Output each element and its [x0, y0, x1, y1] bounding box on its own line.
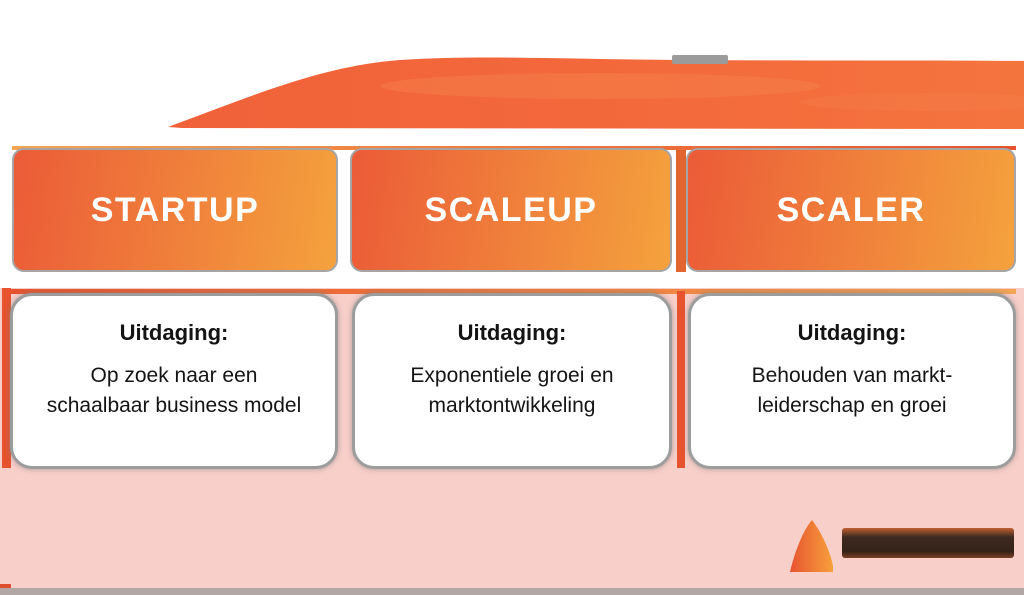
red-strip-left-edge — [2, 288, 11, 468]
red-strip-between-headers — [676, 150, 686, 272]
stage-title-scaler: SCALER — [776, 190, 926, 229]
stage-header-scaleup: SCALEUP — [350, 148, 672, 272]
challenge-line: Behouden van markt- — [751, 364, 953, 387]
challenge-label: Uitdaging: — [457, 320, 567, 345]
bottom-gray-bar — [0, 588, 1024, 595]
logo-wordmark — [842, 528, 1014, 558]
gray-tab-decor — [672, 55, 728, 64]
top-swoosh-shape — [168, 57, 1024, 129]
stage-header-startup: STARTUP — [12, 148, 338, 272]
flame-icon — [790, 520, 833, 572]
challenge-card-startup: Uitdaging: Op zoek naar een schaalbaar b… — [10, 293, 338, 469]
challenge-card-scaleup: Uitdaging: Exponentiele groei en markton… — [352, 293, 672, 469]
challenge-text: Exponentiele groei en marktontwikkeling — [355, 361, 669, 421]
challenge-text: Behouden van markt- leiderschap en groei — [691, 361, 1013, 421]
challenge-text: Op zoek naar een schaalbaar business mod… — [13, 361, 335, 421]
card-top-line-decor — [10, 289, 1016, 294]
stage-title-startup: STARTUP — [90, 190, 260, 229]
logo — [786, 516, 1018, 578]
red-strip-between-cards — [677, 291, 685, 468]
challenge-label: Uitdaging: — [119, 320, 229, 345]
challenge-line: leiderschap en groei — [757, 394, 947, 417]
stage-title-scaleup: SCALEUP — [424, 190, 598, 229]
challenge-label: Uitdaging: — [797, 320, 907, 345]
challenge-line: Op zoek naar een — [90, 364, 258, 387]
challenge-card-scaler: Uitdaging: Behouden van markt- leidersch… — [688, 293, 1016, 469]
challenge-line: marktontwikkeling — [428, 394, 596, 417]
challenge-line: schaalbaar business model — [46, 394, 302, 417]
challenge-line: Exponentiele groei en — [410, 364, 614, 387]
stage-header-scaler: SCALER — [686, 148, 1016, 272]
